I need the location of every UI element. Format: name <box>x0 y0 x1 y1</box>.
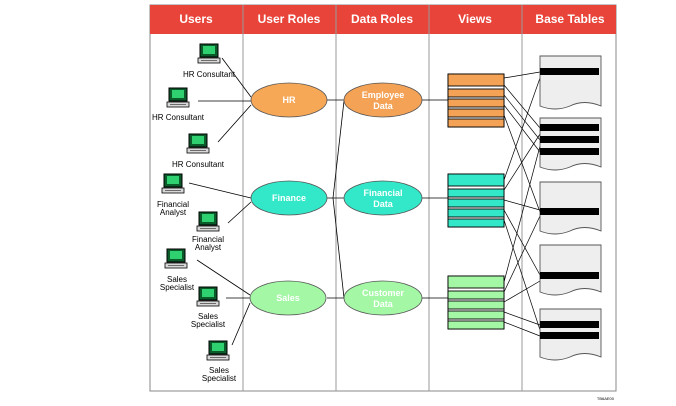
computer-icon <box>206 340 230 361</box>
header-user-roles: User Roles <box>258 12 321 26</box>
base-tables-group <box>539 55 602 361</box>
computer-icon <box>196 211 220 232</box>
header-views: Views <box>458 12 492 26</box>
user-computer <box>166 87 190 108</box>
users-group: HR Consultant HR Consultant HR Consultan… <box>152 43 237 383</box>
data-employee-label: Data <box>373 101 394 111</box>
data-employee-ellipse <box>343 82 423 118</box>
data-financial-label: Data <box>373 199 394 209</box>
user-label: HR Consultant <box>172 160 225 169</box>
user-label: Sales <box>198 312 218 321</box>
computer-icon <box>166 87 190 108</box>
role-hr-ellipse <box>250 82 328 118</box>
role-sales-ellipse <box>249 280 327 316</box>
data-customer-label: Data <box>373 299 394 309</box>
data-customer-label: Customer <box>362 288 405 298</box>
user-label: Analyst <box>160 208 187 217</box>
base-table <box>539 55 602 110</box>
figure-code: TB6AE00 <box>597 396 615 401</box>
user-computer <box>186 133 210 154</box>
computer-icon <box>197 43 221 64</box>
user-computer <box>196 211 220 232</box>
header-data-roles: Data Roles <box>351 12 413 26</box>
user-label: Sales <box>209 366 229 375</box>
user-computer <box>206 340 230 361</box>
view-employee <box>447 73 505 128</box>
user-to-role-lines <box>188 57 252 346</box>
base-table <box>539 117 602 171</box>
base-table <box>539 244 602 296</box>
role-sales-label: Sales <box>276 293 300 303</box>
header-bar <box>150 5 616 34</box>
role-to-data-lines <box>327 99 345 299</box>
user-label: Specialist <box>160 283 195 292</box>
user-roles-group: HR Finance Sales <box>249 82 328 316</box>
base-table <box>539 308 602 361</box>
view-customer <box>447 275 505 330</box>
user-computer <box>164 248 188 269</box>
views-group <box>447 73 505 330</box>
base-table <box>539 181 602 235</box>
user-computer <box>161 173 185 194</box>
user-label: HR Consultant <box>183 70 236 79</box>
data-employee-label: Employee <box>362 90 405 100</box>
column-headers: Users User Roles Data Roles Views Base T… <box>179 12 605 26</box>
role-finance-ellipse <box>250 180 328 216</box>
data-to-view-lines <box>421 99 448 299</box>
header-users: Users <box>179 12 213 26</box>
user-label: Financial <box>157 200 189 209</box>
computer-icon <box>186 133 210 154</box>
view-to-table-lines <box>503 71 541 337</box>
role-hr-label: HR <box>283 95 296 105</box>
data-customer-ellipse <box>343 280 423 316</box>
header-base-tables: Base Tables <box>535 12 604 26</box>
role-finance-label: Finance <box>272 193 306 203</box>
user-label: Sales <box>167 275 187 284</box>
user-computer <box>196 286 220 307</box>
user-computer <box>197 43 221 64</box>
computer-icon <box>164 248 188 269</box>
user-label: Financial <box>192 235 224 244</box>
data-roles-group: Employee Data Financial Data Customer Da… <box>343 82 423 316</box>
view-financial <box>447 173 505 228</box>
user-label: Specialist <box>191 320 226 329</box>
user-label: HR Consultant <box>152 113 205 122</box>
computer-icon <box>196 286 220 307</box>
user-label: Analyst <box>195 243 222 252</box>
data-financial-label: Financial <box>363 188 402 198</box>
data-financial-ellipse <box>343 180 423 216</box>
computer-icon <box>161 173 185 194</box>
user-label: Specialist <box>202 374 237 383</box>
